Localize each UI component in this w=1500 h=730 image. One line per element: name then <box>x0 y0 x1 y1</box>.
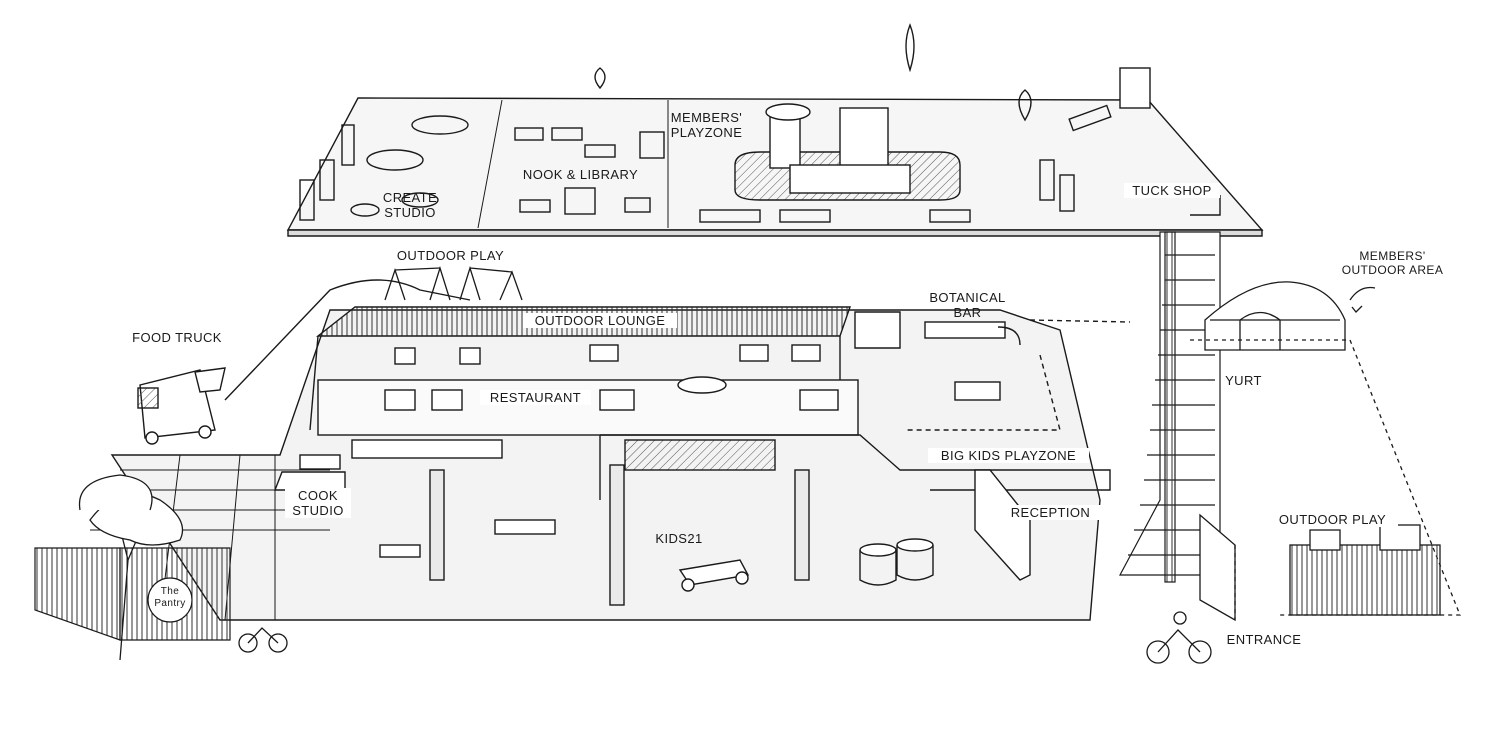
outdoor-play-swings <box>384 265 523 301</box>
members-outdoor-area <box>1190 281 1461 622</box>
food-truck <box>137 367 226 445</box>
label-entrance: ENTRANCE <box>1226 632 1302 647</box>
bicycles <box>238 611 1212 664</box>
tree <box>78 474 184 661</box>
label-cook-studio: COOK STUDIO <box>285 488 351 518</box>
label-restaurant: RESTAURANT <box>480 390 591 405</box>
upper-floor-edge <box>287 229 1263 237</box>
label-outdoor-play-top: OUTDOOR PLAY <box>396 248 505 263</box>
label-outdoor-lounge: OUTDOOR LOUNGE <box>523 313 677 328</box>
label-big-kids-playzone: BIG KIDS PLAYZONE <box>928 448 1089 463</box>
label-reception: RECEPTION <box>1000 505 1101 520</box>
label-tuck-shop: TUCK SHOP <box>1124 183 1220 198</box>
label-the-pantry: The Pantry <box>154 586 186 609</box>
pantry-fence <box>34 547 231 641</box>
ground-floor <box>90 279 1131 621</box>
label-yurt: YURT <box>1225 373 1262 388</box>
staircase <box>1119 231 1221 583</box>
label-food-truck: FOOD TRUCK <box>132 330 222 345</box>
label-botanical-bar: BOTANICAL BAR <box>929 290 1006 320</box>
label-nook-library: NOOK & LIBRARY <box>522 167 639 182</box>
reception-desk <box>974 469 1031 581</box>
upper-floor <box>286 23 1264 237</box>
label-outdoor-play-right: OUTDOOR PLAY <box>1267 512 1398 527</box>
label-members-outdoor-area: MEMBERS' OUTDOOR AREA <box>1341 249 1444 277</box>
label-kids21: KIDS21 <box>655 531 703 546</box>
label-create-studio: CREATE STUDIO <box>382 190 438 220</box>
label-members-playzone: MEMBERS' PLAYZONE <box>670 110 743 140</box>
